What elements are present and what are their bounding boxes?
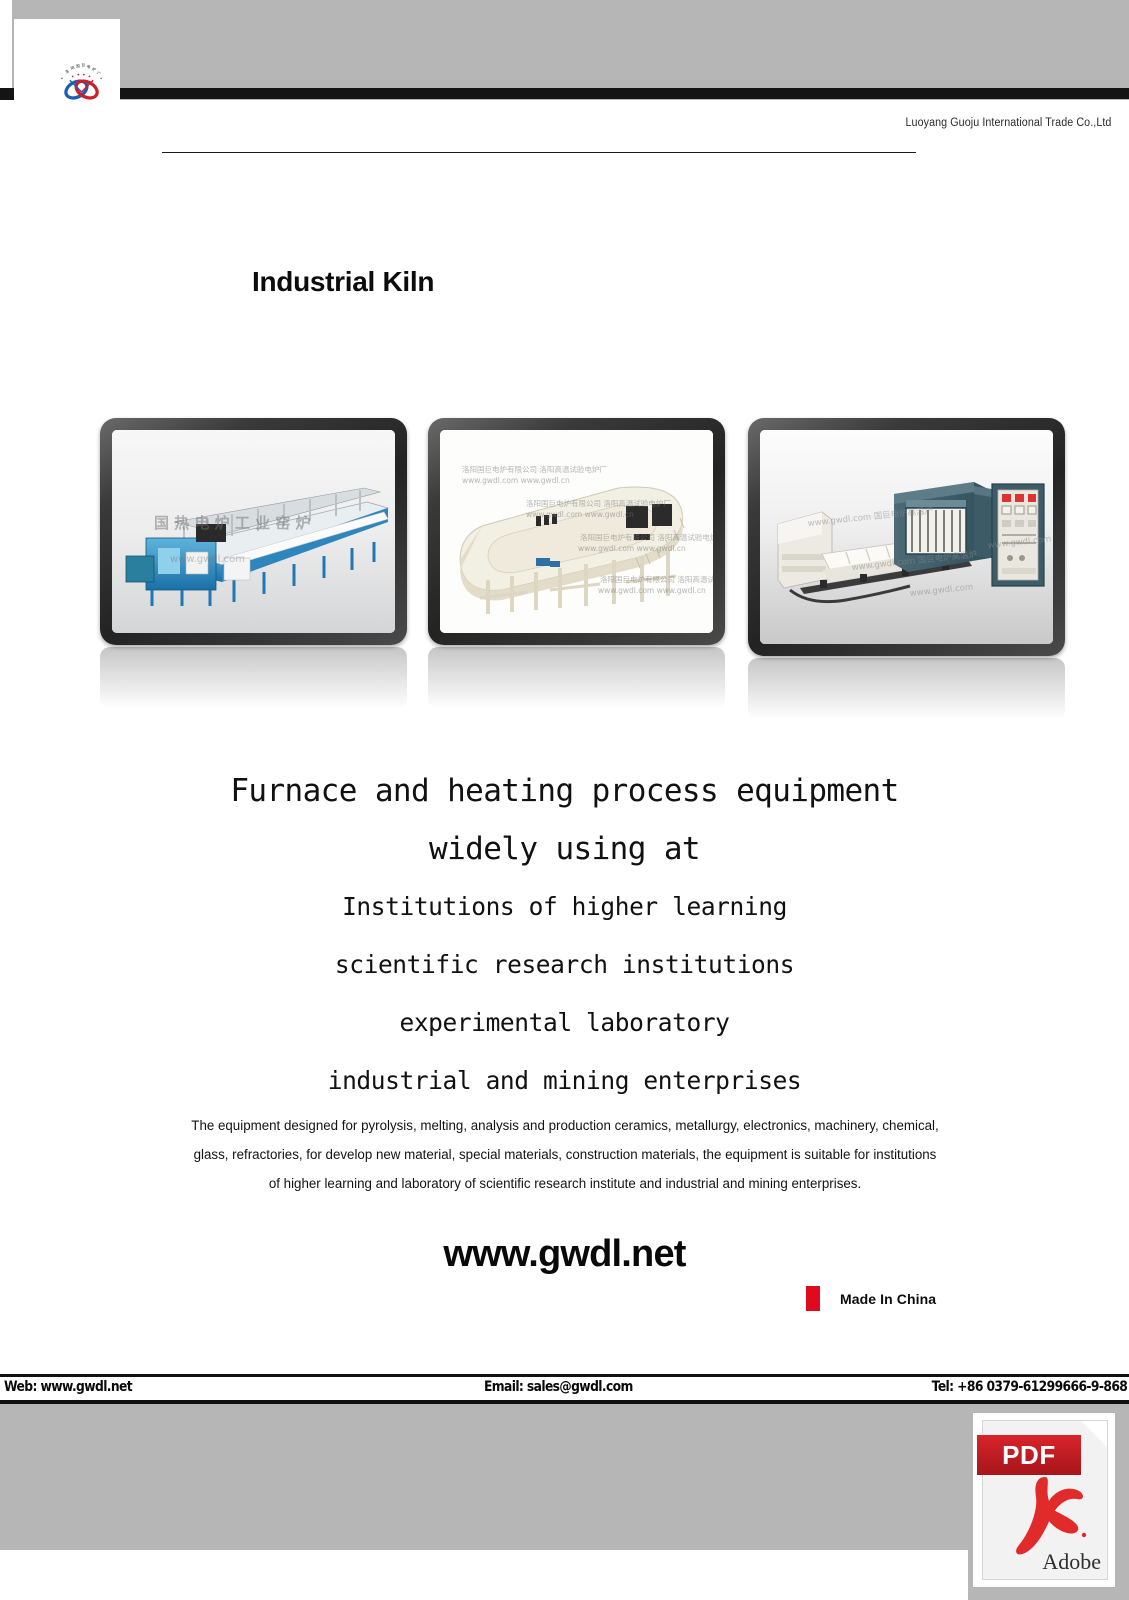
product-photo-1[interactable]: 国 热 电 炉 工 业 窑 炉 www.gwdl.com xyxy=(100,418,407,645)
footer-bottom-rule xyxy=(0,1400,1129,1404)
adobe-acrobat-icon xyxy=(1016,1477,1087,1555)
blue-tunnel-kiln-illustration: 国 热 电 炉 工 业 窑 炉 www.gwdl.com xyxy=(112,430,395,633)
svg-text:www.gwdl.com www.gwdl.cn: www.gwdl.com www.gwdl.cn xyxy=(462,476,570,485)
svg-text:国 热 电 炉 工 业 窑 炉: 国 热 电 炉 工 业 窑 炉 xyxy=(154,514,311,532)
svg-text:www.gwdl.com www.gwdl.cn: www.gwdl.com www.gwdl.cn xyxy=(598,586,706,595)
atom-emblem-logo-icon: 洛 阳 国 巨 电 炉 厂 xyxy=(61,63,102,100)
footer-tel: Tel: +86 0379-61299666-9-868 xyxy=(931,1379,1127,1395)
svg-text:www.gwdl.com www.gwdl.cn: www.gwdl.com www.gwdl.cn xyxy=(578,544,686,553)
svg-text:电: 电 xyxy=(86,64,91,70)
header-company-name: Luoyang Guoju International Trade Co.,Lt… xyxy=(905,117,1111,129)
pdf-document-sheet: PDF Adobe xyxy=(977,1420,1108,1580)
red-flag-icon xyxy=(806,1286,820,1311)
svg-text:洛阳国巨电炉有限公司 洛阳高温试验电炉厂: 洛阳国巨电炉有限公司 洛阳高温试验电炉厂 xyxy=(600,574,713,584)
product-photo-1-screen: 国 热 电 炉 工 业 窑 炉 www.gwdl.com xyxy=(112,430,395,633)
product-photo-2-screen: 洛阳国巨电炉有限公司 洛阳高温试验电炉厂 www.gwdl.com www.gw… xyxy=(440,430,713,633)
top-banner xyxy=(0,0,1129,100)
svg-text:巨: 巨 xyxy=(82,63,86,68)
headline-line-5: experimental laboratory xyxy=(399,1008,730,1037)
headline-line-2: widely using at xyxy=(429,831,701,867)
banner-left-notch xyxy=(0,0,12,100)
headline-line-6: industrial and mining enterprises xyxy=(327,1066,802,1095)
header-divider-rule xyxy=(162,152,916,153)
svg-text:国: 国 xyxy=(76,63,81,69)
logo-card: 洛 阳 国 巨 电 炉 厂 xyxy=(14,19,120,104)
product-photo-3[interactable]: www.gwdl.com 国巨电炉高温炉 www.gwdl.com 国巨电炉高温… xyxy=(748,418,1065,656)
headline-line-4: scientific research institutions xyxy=(334,950,795,979)
oval-ring-conveyor-kiln-illustration: 洛阳国巨电炉有限公司 洛阳高温试验电炉厂 www.gwdl.com www.gw… xyxy=(440,430,713,633)
footer-top-rule xyxy=(0,1374,1129,1377)
adobe-pdf-badge[interactable]: PDF Adobe xyxy=(973,1413,1115,1587)
headline-block: Furnace and heating process equipment wi… xyxy=(0,762,1129,1110)
banner-underline xyxy=(118,88,1129,99)
svg-text:洛: 洛 xyxy=(64,68,70,74)
svg-text:洛阳国巨电炉有限公司 洛阳高温试验电炉厂: 洛阳国巨电炉有限公司 洛阳高温试验电炉厂 xyxy=(526,498,671,508)
headline-line-3: Institutions of higher learning xyxy=(342,892,787,921)
made-in-china-badge: Made In China xyxy=(806,1286,936,1311)
website-url[interactable]: www.gwdl.net xyxy=(443,1233,686,1275)
product-photo-2[interactable]: 洛阳国巨电炉有限公司 洛阳高温试验电炉厂 www.gwdl.com www.gw… xyxy=(428,418,725,645)
svg-text:www.gwdl.com www.gwdl.cn: www.gwdl.com www.gwdl.cn xyxy=(526,510,634,519)
photo-reflection-3 xyxy=(748,658,1065,720)
svg-text:www.gwdl.com: www.gwdl.com xyxy=(170,554,245,565)
footer-bar xyxy=(0,1377,1129,1399)
pdf-vendor-label: Adobe xyxy=(1042,1549,1101,1574)
svg-text:阳: 阳 xyxy=(70,65,75,71)
page-title: Industrial Kiln xyxy=(252,266,435,297)
footer-email[interactable]: Email: sales@gwdl.com xyxy=(484,1379,633,1395)
svg-text:炉: 炉 xyxy=(91,66,96,72)
svg-text:洛阳国巨电炉有限公司 洛阳高温试验电炉厂: 洛阳国巨电炉有限公司 洛阳高温试验电炉厂 xyxy=(580,532,713,542)
svg-text:厂: 厂 xyxy=(96,71,102,77)
made-in-china-label: Made In China xyxy=(840,1290,937,1307)
bogie-hearth-furnace-illustration: www.gwdl.com 国巨电炉高温炉 www.gwdl.com 国巨电炉高温… xyxy=(760,430,1053,644)
bottom-white-area xyxy=(0,1550,968,1600)
page-fold-corner-icon xyxy=(1081,1421,1107,1447)
footer-web[interactable]: Web: www.gwdl.net xyxy=(4,1379,133,1395)
pdf-format-label: PDF xyxy=(977,1435,1081,1475)
photo-reflection-1 xyxy=(100,647,407,709)
product-image-gallery: 国 热 电 炉 工 业 窑 炉 www.gwdl.com xyxy=(100,418,1065,720)
headline-line-1: Furnace and heating process equipment xyxy=(230,773,899,809)
product-photo-3-screen: www.gwdl.com 国巨电炉高温炉 www.gwdl.com 国巨电炉高温… xyxy=(760,430,1053,644)
photo-reflection-2 xyxy=(428,647,725,709)
svg-text:洛阳国巨电炉有限公司 洛阳高温试验电炉厂: 洛阳国巨电炉有限公司 洛阳高温试验电炉厂 xyxy=(462,464,607,474)
description-paragraph: The equipment designed for pyrolysis, me… xyxy=(191,1118,939,1192)
